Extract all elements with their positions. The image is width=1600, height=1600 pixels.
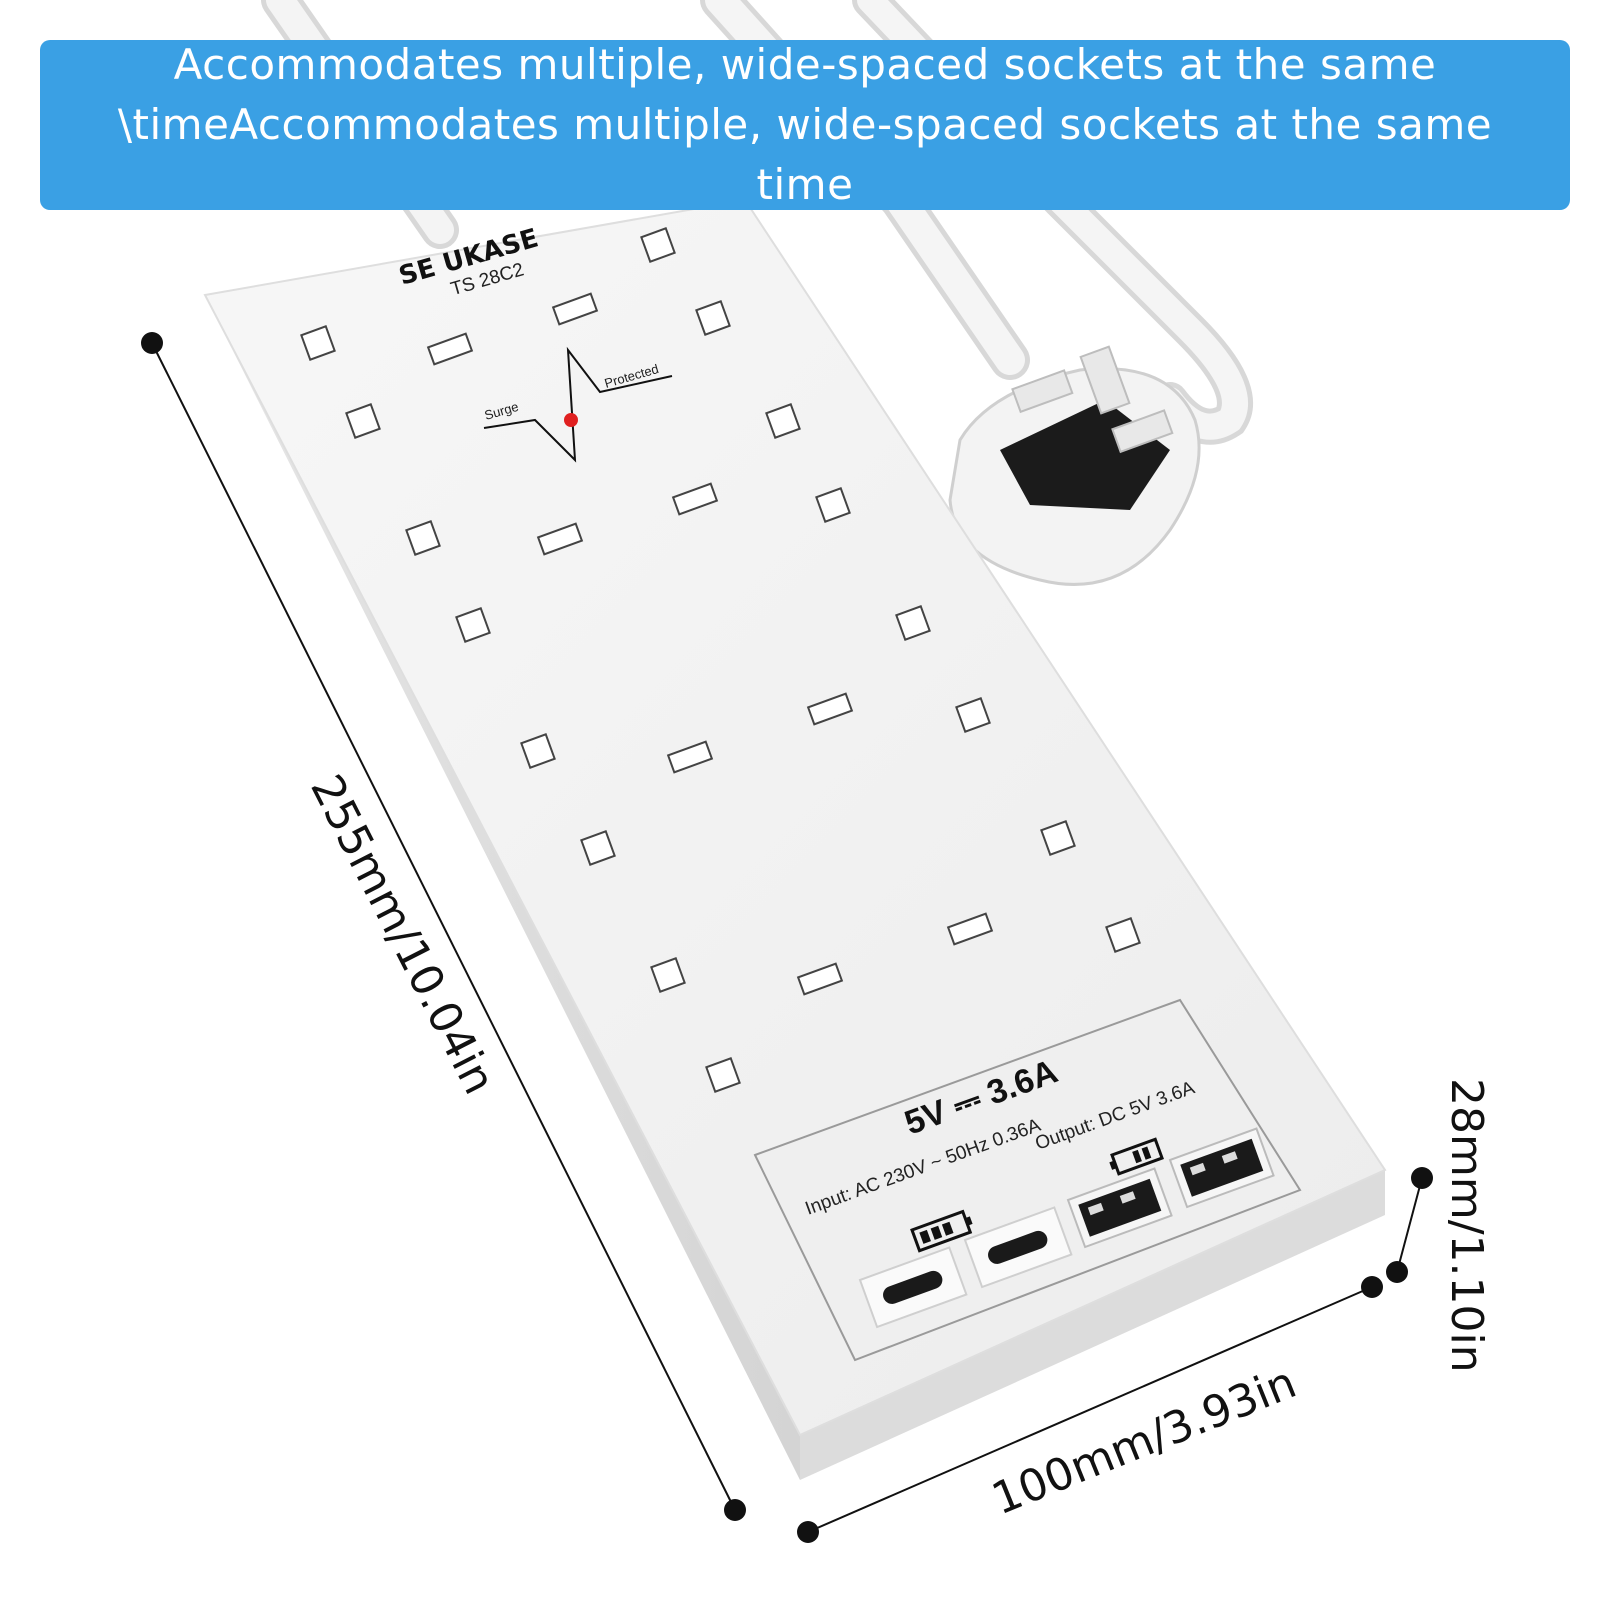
socket-holes <box>300 227 1141 1093</box>
usb-a-port <box>1168 1127 1275 1209</box>
dimension-endpoint <box>141 332 163 354</box>
headline-banner: Accommodates multiple, wide-spaced socke… <box>40 40 1570 210</box>
width-label: 100mm/3.93in <box>985 1357 1303 1525</box>
battery-icon <box>1109 1137 1164 1176</box>
usb-c-port <box>963 1206 1073 1289</box>
battery-icon <box>910 1209 973 1253</box>
usb-c-port <box>858 1246 968 1329</box>
dimension-endpoint <box>1386 1261 1408 1283</box>
dimension-endpoint <box>1361 1276 1383 1298</box>
dimension-endpoint <box>1411 1167 1433 1189</box>
headline-text: Accommodates multiple, wide-spaced socke… <box>117 40 1493 209</box>
height-label: 28mm/1.10in <box>1441 1078 1492 1373</box>
indicator-light <box>564 413 578 427</box>
usb-panel: 5V ⎓ 3.6A Input: AC 230V ~ 50Hz 0.36A Ou… <box>753 998 1302 1362</box>
usb-a-port <box>1066 1167 1173 1249</box>
height-dimension: 28mm/1.10in <box>1386 1078 1492 1373</box>
dimension-endpoint <box>724 1499 746 1521</box>
uk-plug <box>948 345 1201 586</box>
dimension-endpoint <box>797 1521 819 1543</box>
